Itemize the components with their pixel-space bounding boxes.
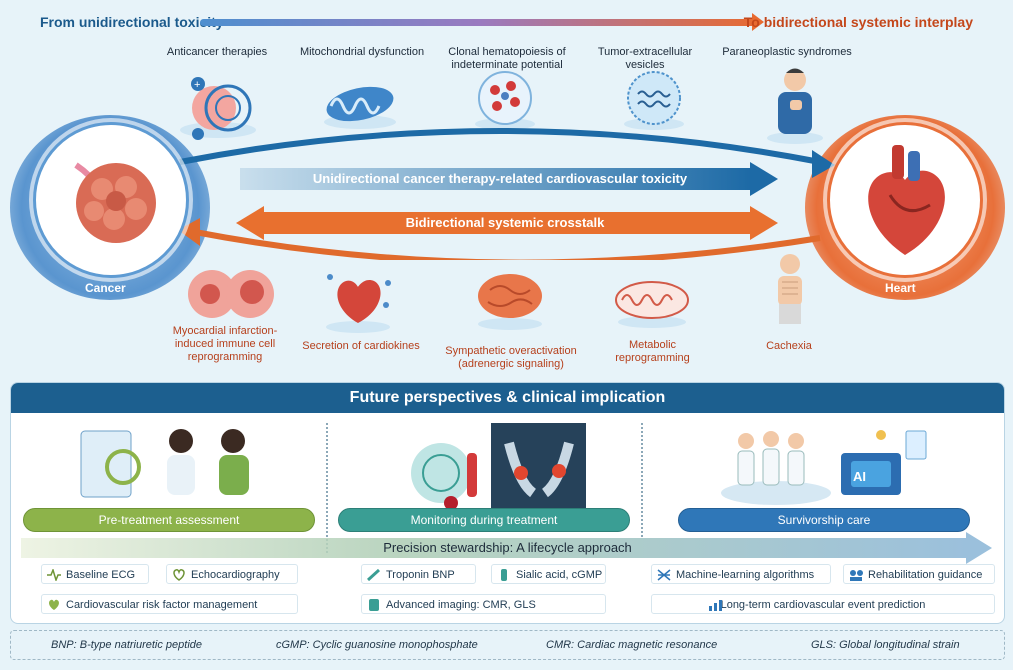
top-item-mitochondrial: Mitochondrial dysfunction xyxy=(299,46,425,58)
chip-sialic-acid: Sialic acid, cGMP xyxy=(491,564,606,584)
survivorship-illustration-icon xyxy=(721,430,927,505)
svg-text:+: + xyxy=(194,79,200,91)
heart-pulse-icon xyxy=(173,569,185,581)
chip-rehabilitation-label: Rehabilitation guidance xyxy=(868,569,983,581)
chip-baseline-ecg-label: Baseline ECG xyxy=(66,569,136,581)
consultation-illustration-icon xyxy=(80,429,249,498)
top-item-chip: Clonal hematopoiesis of indeterminate po… xyxy=(448,46,566,71)
cancer-node xyxy=(33,122,189,278)
header-left: From unidirectional toxicity xyxy=(40,14,224,30)
top-item-anticancer: Anticancer therapies xyxy=(166,46,268,58)
bidirectional-label: Bidirectional systemic crosstalk xyxy=(405,215,605,230)
chip-rehabilitation: Rehabilitation guidance xyxy=(843,564,995,584)
vesicle-icon xyxy=(624,71,684,130)
bidirectional-left-arrowhead-icon xyxy=(236,206,264,240)
unidirectional-arrow xyxy=(240,168,750,190)
phase-survivorship: Survivorship care xyxy=(678,508,970,532)
abbrev-cgmp: cGMP: Cyclic guanosine monophosphate xyxy=(276,639,478,651)
abbrev-cmr: CMR: Cardiac magnetic resonance xyxy=(546,639,718,651)
blood-cells-icon xyxy=(475,71,535,130)
chip-advanced-imaging: Advanced imaging: CMR, GLS xyxy=(361,594,606,614)
bottom-item-cachexia: Cachexia xyxy=(766,340,812,352)
chip-echocardiography: Echocardiography xyxy=(166,564,298,584)
cardiokine-heart-icon xyxy=(326,274,391,333)
monitoring-illustration-icon xyxy=(411,423,586,510)
unidirectional-arrowhead-icon xyxy=(750,162,778,196)
header-gradient-arrow xyxy=(200,19,760,26)
top-item-vesicles: Tumor-extracellular vesicles xyxy=(597,46,693,71)
test-tube-icon xyxy=(501,569,507,581)
people-icon xyxy=(850,570,863,581)
crosstalk-curves xyxy=(178,128,835,260)
chip-event-prediction-label: Long-term cardiovascular event predictio… xyxy=(720,599,926,611)
chip-event-prediction: Long-term cardiovascular event predictio… xyxy=(651,594,995,614)
ecg-wave-icon xyxy=(47,569,61,581)
chip-troponin: Troponin BNP xyxy=(361,564,476,584)
abbreviation-footer: BNP: B-type natriuretic peptide cGMP: Cy… xyxy=(10,630,1005,660)
lifecycle-arrow xyxy=(21,538,969,558)
mitochondria-cell-icon xyxy=(615,281,689,328)
chip-machine-learning: Machine-learning algorithms xyxy=(651,564,831,584)
chip-machine-learning-label: Machine-learning algorithms xyxy=(676,569,815,581)
heart-node xyxy=(827,122,983,278)
abbrev-gls: GLS: Global longitudinal strain xyxy=(811,639,960,651)
bottom-item-sympathetic: Sympathetic overactivation (adrenergic s… xyxy=(445,345,577,370)
bottom-item-metabolic: Metabolic reprogramming xyxy=(615,339,690,364)
header-arrowhead-icon xyxy=(752,13,764,31)
top-item-paraneoplastic: Paraneoplastic syndromes xyxy=(722,46,852,58)
immune-cells-icon xyxy=(188,270,274,318)
chip-echocardiography-label: Echocardiography xyxy=(191,569,280,581)
bidirectional-right-arrowhead-icon xyxy=(750,206,778,240)
chip-advanced-imaging-label: Advanced imaging: CMR, GLS xyxy=(386,599,536,611)
chip-sialic-acid-label: Sialic acid, cGMP xyxy=(516,569,603,581)
chip-troponin-label: Troponin BNP xyxy=(386,569,455,581)
panel-title: Future perspectives & clinical implicati… xyxy=(11,383,1004,413)
chip-baseline-ecg: Baseline ECG xyxy=(41,564,149,584)
target-cell-icon: + xyxy=(180,77,256,140)
chip-risk-management: Cardiovascular risk factor management xyxy=(41,594,298,614)
syringe-icon xyxy=(367,569,381,581)
cancer-label: Cancer xyxy=(85,281,126,295)
phase-monitoring: Monitoring during treatment xyxy=(338,508,630,532)
unidirectional-label: Unidirectional cancer therapy-related ca… xyxy=(312,171,688,186)
heart-label: Heart xyxy=(885,281,916,295)
ai-badge-text: AI xyxy=(853,469,866,484)
phase-pre-treatment: Pre-treatment assessment xyxy=(23,508,315,532)
bar-chart-icon xyxy=(709,600,722,611)
bottom-item-immune: Myocardial infarction-induced immune cel… xyxy=(172,325,278,363)
lifecycle-arrowhead-icon xyxy=(966,532,992,564)
chip-risk-management-label: Cardiovascular risk factor management xyxy=(66,599,258,611)
mitochondrion-icon xyxy=(324,86,396,129)
cachexia-person-icon xyxy=(778,254,802,324)
heart-organ-icon xyxy=(868,145,945,255)
divider-2 xyxy=(641,423,643,553)
bottom-item-cardiokines: Secretion of cardiokines xyxy=(302,340,420,352)
future-panel: Future perspectives & clinical implicati… xyxy=(10,382,1005,624)
header-right: To bidirectional systemic interplay xyxy=(743,14,973,30)
imaging-icon xyxy=(369,599,379,611)
abbrev-bnp: BNP: B-type natriuretic peptide xyxy=(51,639,203,651)
bidirectional-arrow xyxy=(262,212,752,234)
divider-1 xyxy=(326,423,328,553)
brain-icon xyxy=(478,274,542,330)
heart-warning-icon xyxy=(49,599,59,610)
network-icon xyxy=(657,569,671,581)
person-chest-pain-icon xyxy=(767,68,823,144)
lifecycle-label: Precision stewardship: A lifecycle appro… xyxy=(383,540,632,555)
tumor-icon xyxy=(74,162,156,243)
